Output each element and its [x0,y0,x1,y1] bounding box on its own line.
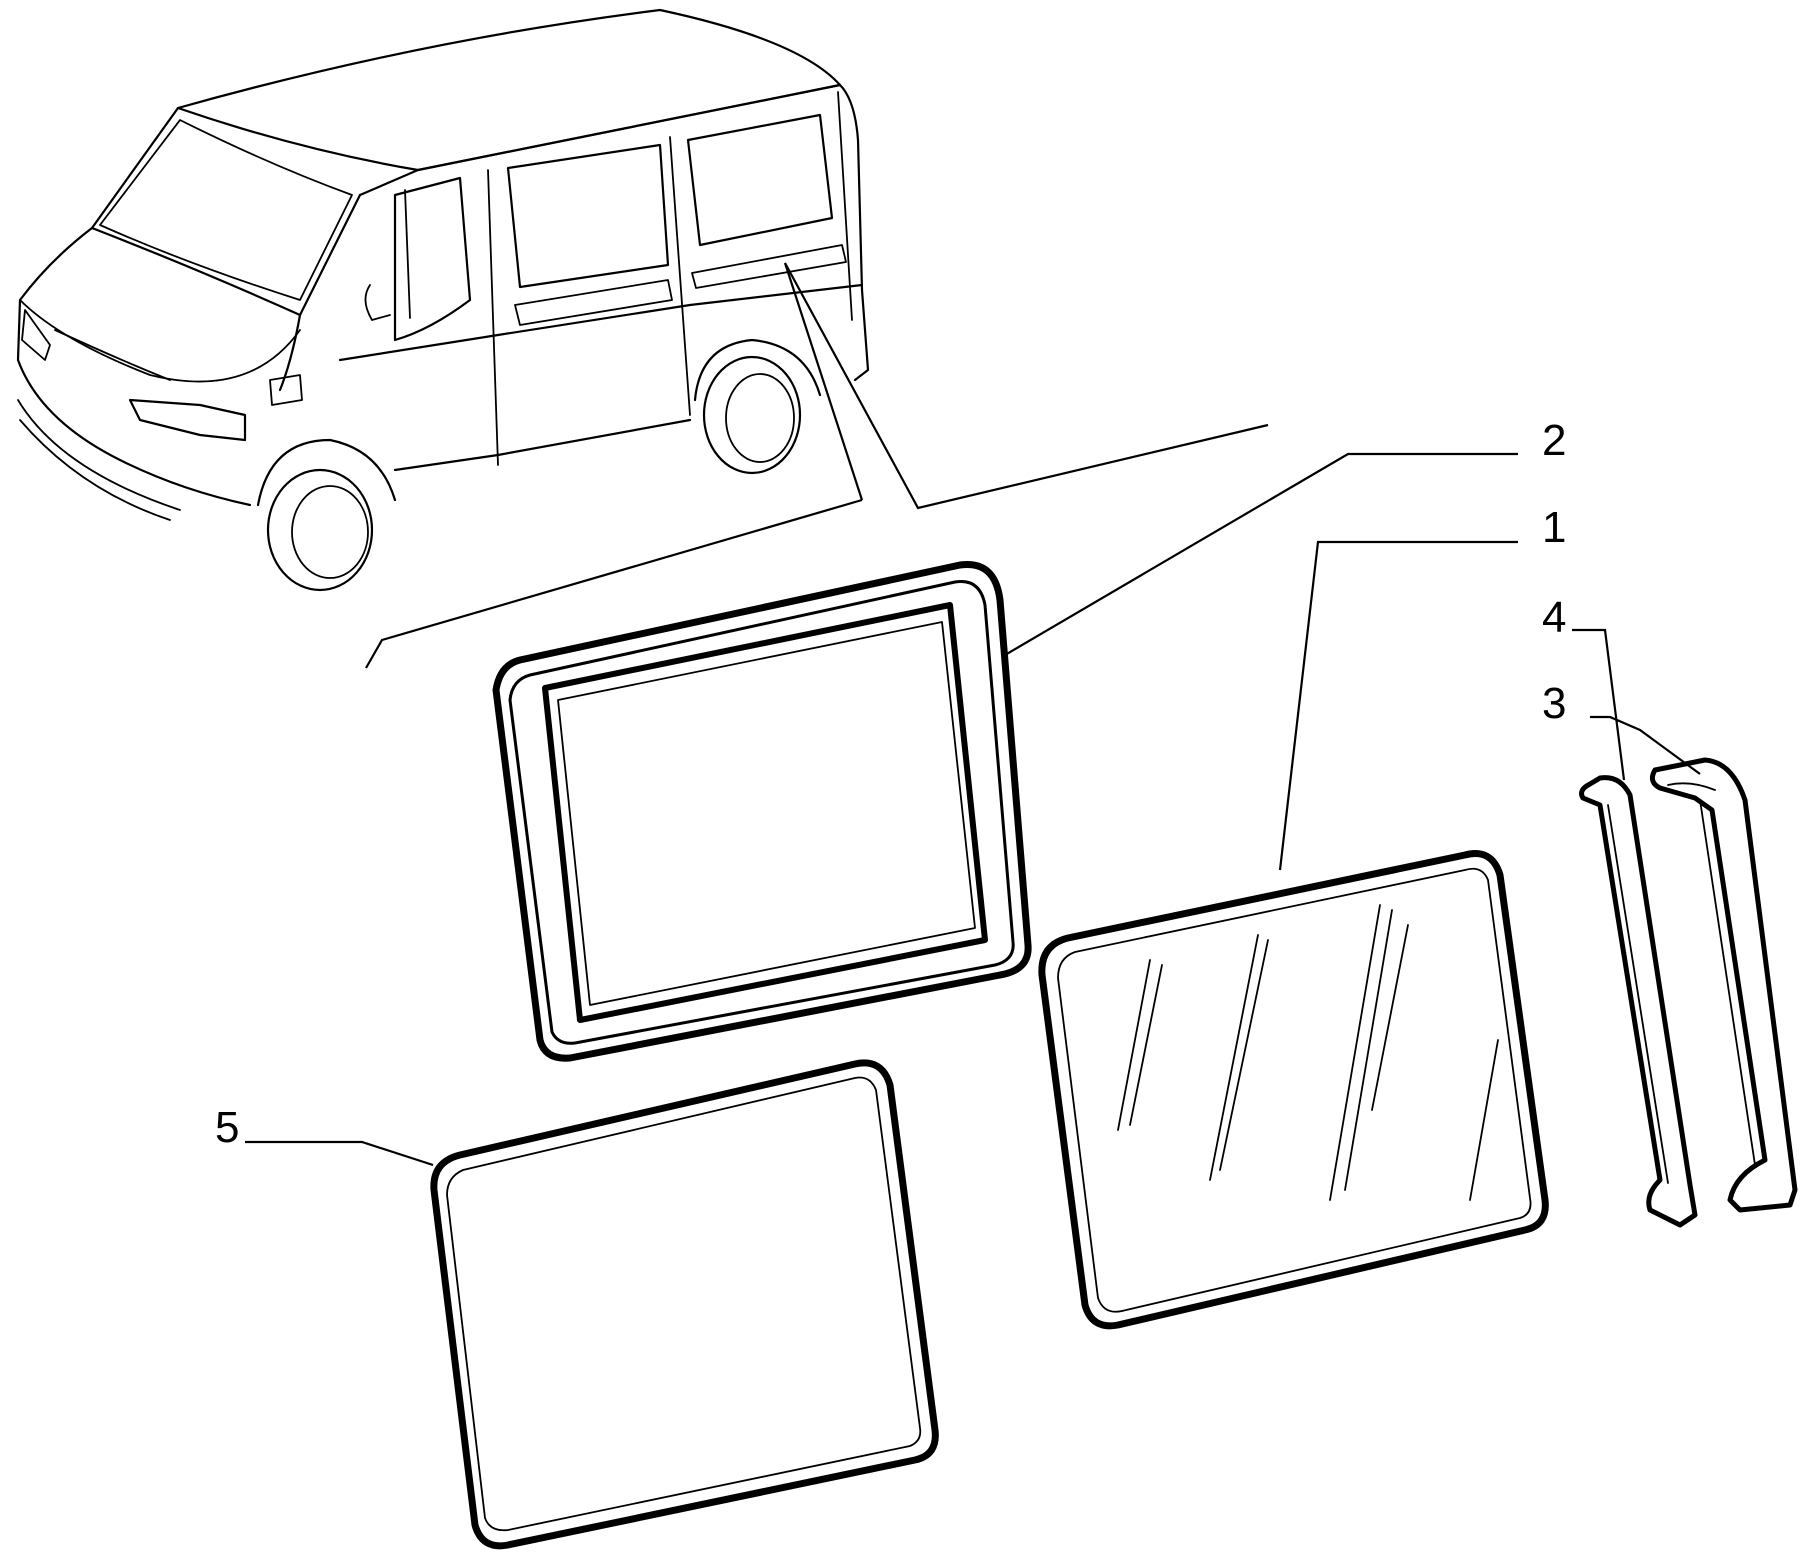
side-window-glass [1038,850,1549,1330]
trim-strip-inner [1579,775,1698,1228]
callout-1: 1 [1542,503,1566,552]
trim-strip-outer [1649,757,1798,1213]
callout-leaders [245,452,1701,1167]
van-illustration [16,8,870,592]
callout-2: 2 [1542,416,1566,465]
callout-4: 4 [1542,593,1566,642]
window-panel [430,1059,939,1550]
zoom-lines [365,262,1269,669]
callout-3: 3 [1542,679,1566,728]
callout-5: 5 [215,1103,239,1152]
window-frame-seal [492,560,1032,1062]
callout-labels: 2 1 4 3 5 [215,416,1566,1152]
